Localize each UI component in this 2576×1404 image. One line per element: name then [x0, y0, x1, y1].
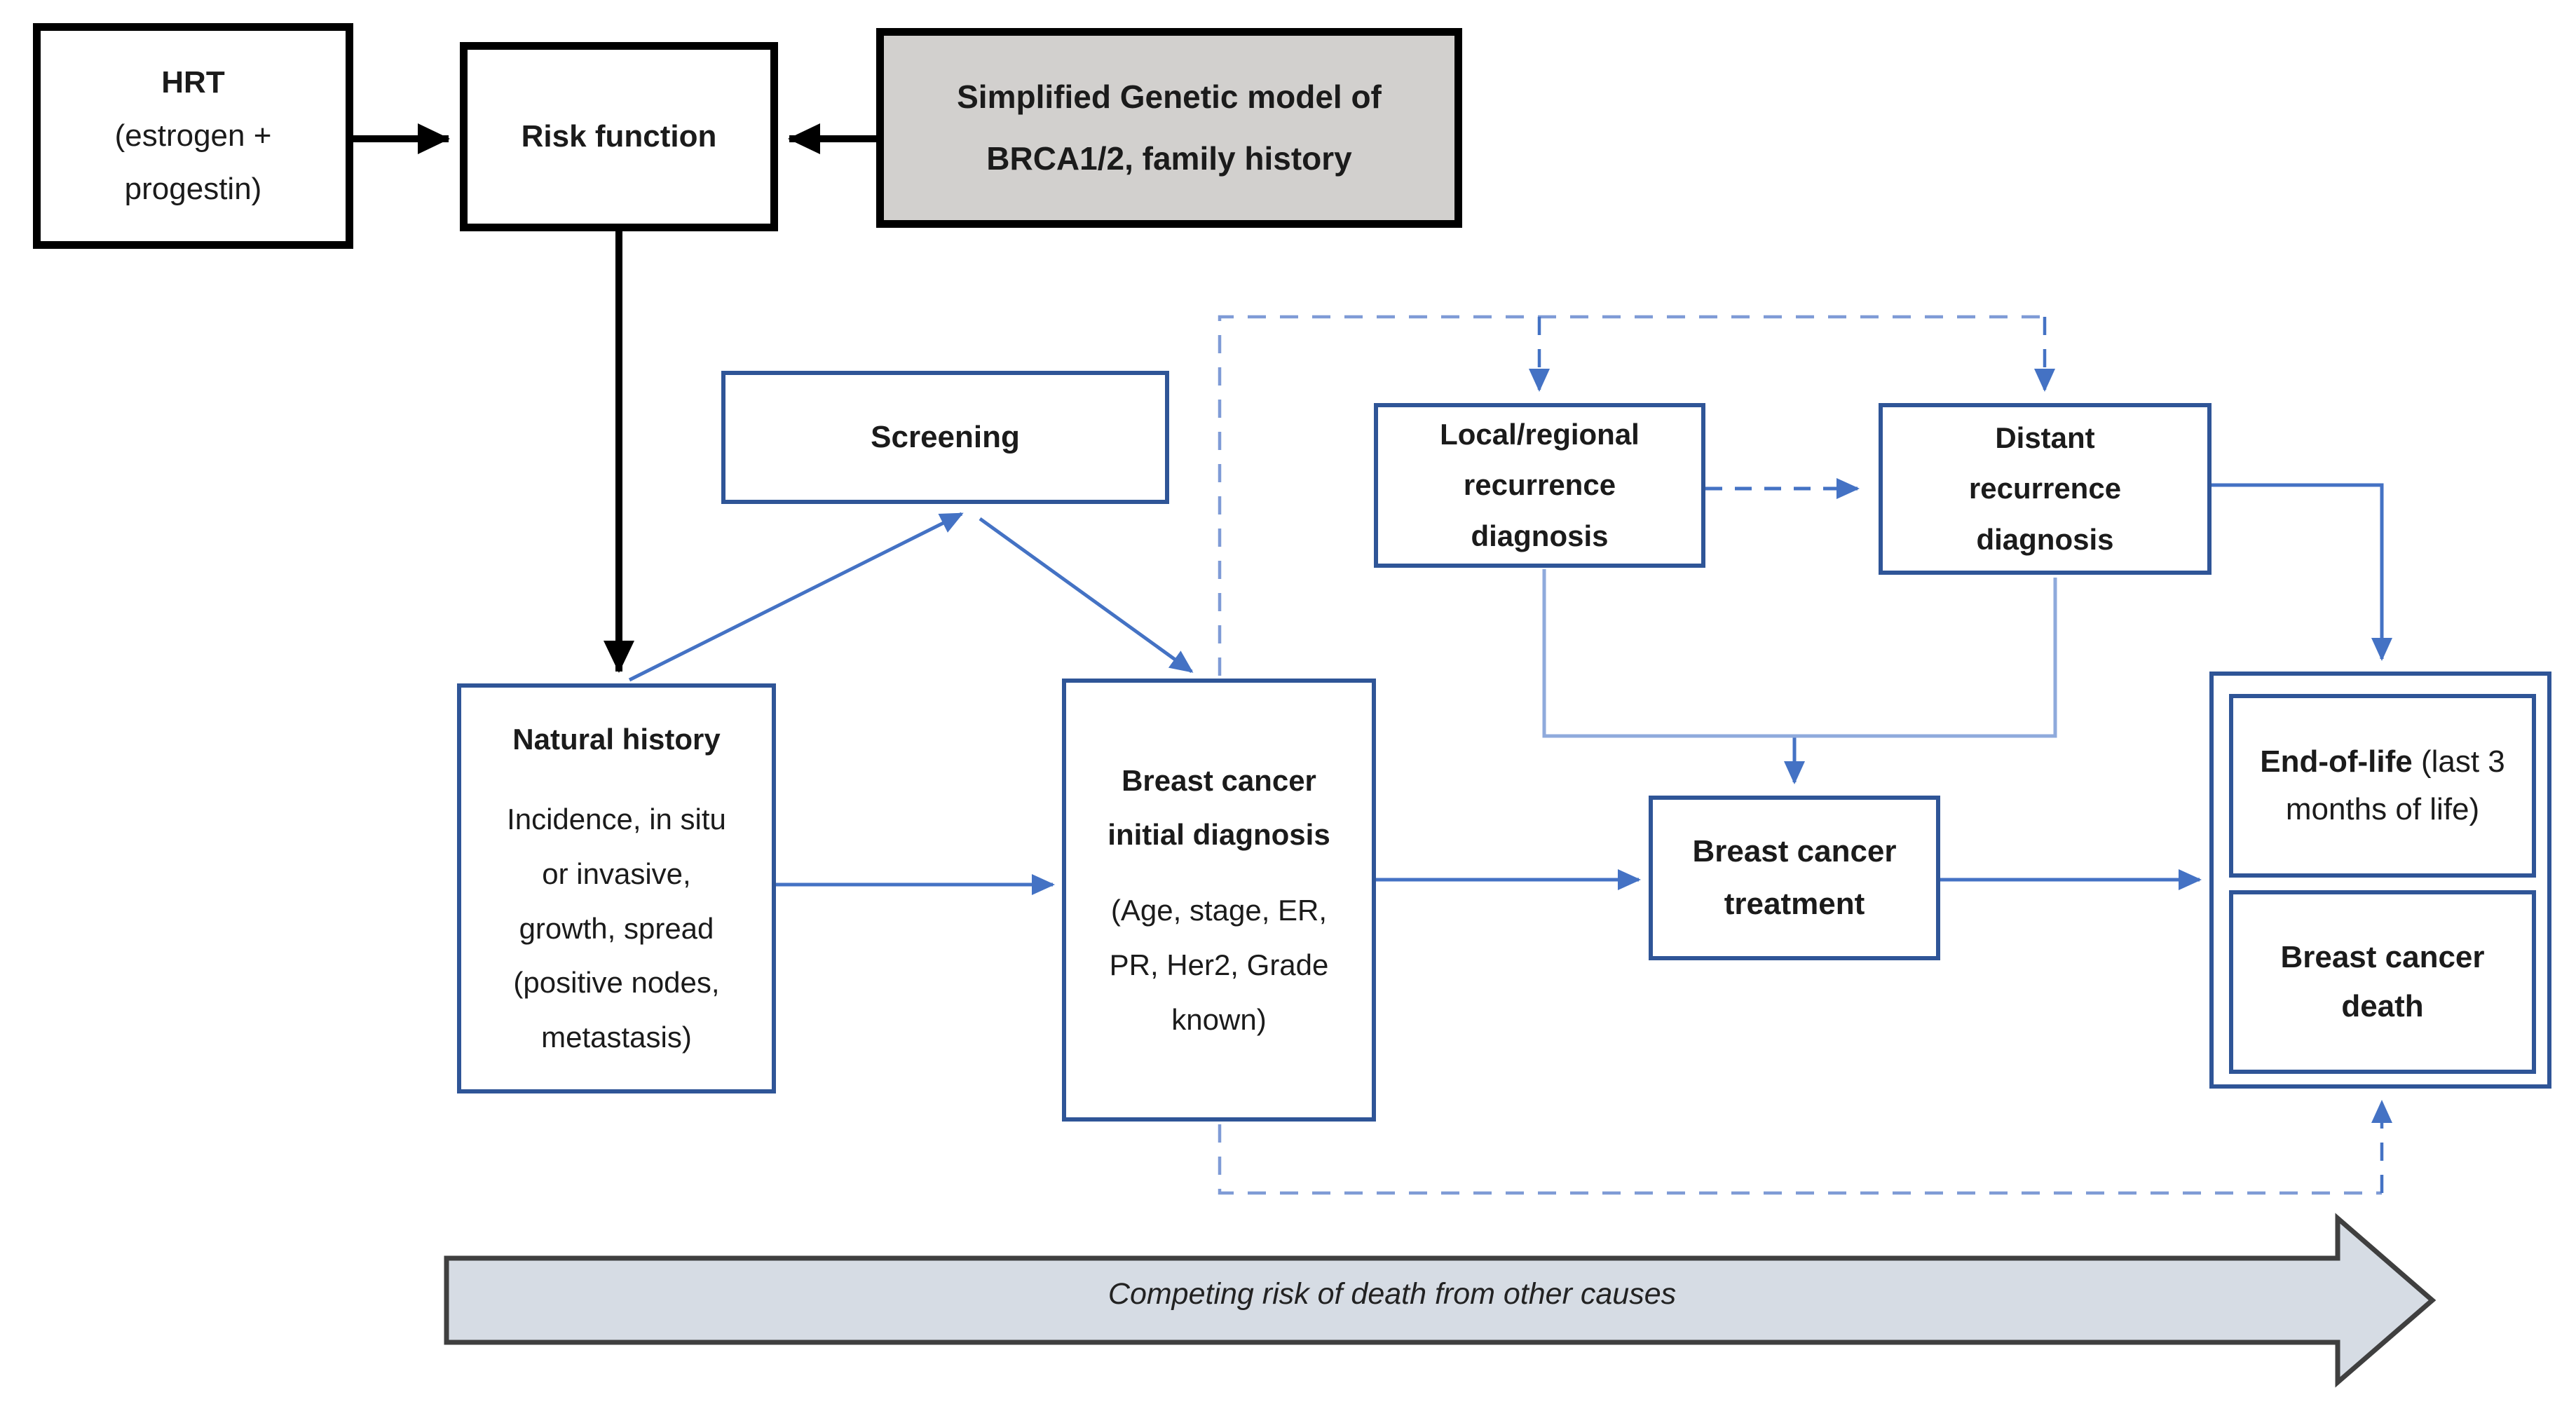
dashed-initial-diagnosis-to-death-path [1218, 1124, 2382, 1195]
node-title: Distant recurrence diagnosis [1968, 421, 2122, 556]
end-of-life-rest-label: (last 3 months of life) [2285, 744, 2505, 826]
node-treatment: Breast cancer treatment [1649, 796, 1940, 960]
competing-risk-arrow-label: Competing risk of death from other cause… [1108, 1277, 1677, 1311]
connector-recurrence-join [1542, 569, 2057, 738]
node-natural-history: Natural history Incidence, in situ or in… [457, 683, 776, 1093]
node-title: Local/regional recurrence diagnosis [1440, 418, 1640, 552]
node-title: HRT [161, 65, 225, 100]
node-title: Simplified Genetic model of BRCA1/2, fam… [957, 79, 1382, 177]
node-genetic-model: Simplified Genetic model of BRCA1/2, fam… [876, 28, 1462, 228]
node-hrt: HRT (estrogen + progestin) [33, 23, 353, 249]
node-title: End-of-life (last 3 months of life) [2246, 738, 2519, 833]
node-distant-recurrence: Distant recurrence diagnosis [1879, 403, 2212, 575]
dashed-initial-diagnosis-to-recurrence-top [1218, 315, 2045, 676]
node-risk-function: Risk function [460, 42, 778, 231]
node-screening: Screening [721, 371, 1169, 504]
node-title: Natural history [512, 723, 721, 756]
edge-screening-to-initial-diagnosis [979, 517, 1194, 674]
node-body: (Age, stage, ER, PR, Her2, Grade known) [1109, 894, 1329, 1036]
end-of-life-bold-label: End-of-life [2260, 744, 2413, 779]
node-initial-diagnosis: Breast cancer initial diagnosis (Age, st… [1062, 679, 1376, 1122]
node-breast-cancer-death: Breast cancer death [2229, 890, 2536, 1074]
edge-distant-to-end-of-life [2212, 483, 2392, 661]
node-body: (estrogen + progestin) [114, 118, 272, 206]
node-end-of-life-group: End-of-life (last 3 months of life) Brea… [2209, 672, 2551, 1089]
node-title: Breast cancer death [2280, 939, 2485, 1023]
node-local-recurrence: Local/regional recurrence diagnosis [1374, 403, 1705, 568]
node-title: Breast cancer treatment [1692, 833, 1897, 921]
node-title: Screening [871, 420, 1020, 454]
edge-natural-history-to-screening [628, 512, 964, 682]
competing-risk-arrow-shape [444, 1213, 2437, 1388]
node-body: Incidence, in situ or invasive, growth, … [507, 803, 726, 1054]
node-end-of-life: End-of-life (last 3 months of life) [2229, 694, 2536, 878]
node-title: Breast cancer initial diagnosis [1108, 763, 1330, 852]
node-title: Risk function [521, 119, 717, 154]
